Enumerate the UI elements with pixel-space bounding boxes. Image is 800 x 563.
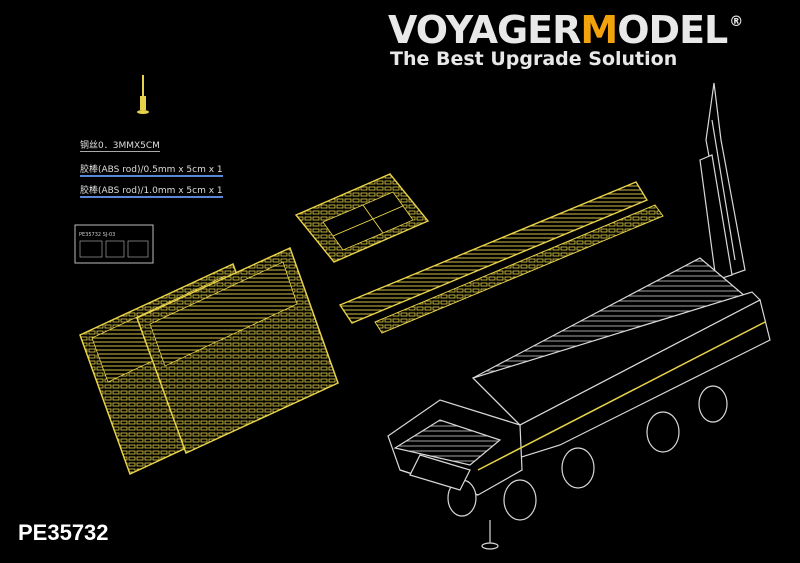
long-strip-fret-icon	[338, 181, 664, 334]
abs-rod-note-05: 胶棒(ABS rod)/0.5mm x 5cm x 1	[80, 162, 223, 177]
brand-name-accent: M	[580, 8, 618, 52]
brand-logo: VOYAGERMODEL®	[388, 8, 743, 52]
square-fret-icon	[294, 173, 430, 263]
missile-launcher-vehicle-icon	[387, 82, 771, 550]
brand-name-part1: VOYAGER	[388, 8, 581, 52]
product-code: PE35732	[18, 520, 109, 545]
wire-note: 钢丝0．3MMX5CM	[80, 138, 160, 152]
brass-wire-icon	[137, 75, 149, 114]
small-fret-icon: PE35732 SJ-03	[74, 224, 154, 264]
brand-tagline: The Best Upgrade Solution	[390, 48, 678, 70]
registered-mark: ®	[729, 14, 743, 30]
brand-name-part2: ODEL	[617, 8, 728, 52]
svg-text:PE35732 SJ-03: PE35732 SJ-03	[79, 232, 115, 238]
large-fret-right-icon	[136, 246, 339, 455]
abs-rod-note-10: 胶棒(ABS rod)/1.0mm x 5cm x 1	[80, 183, 223, 198]
